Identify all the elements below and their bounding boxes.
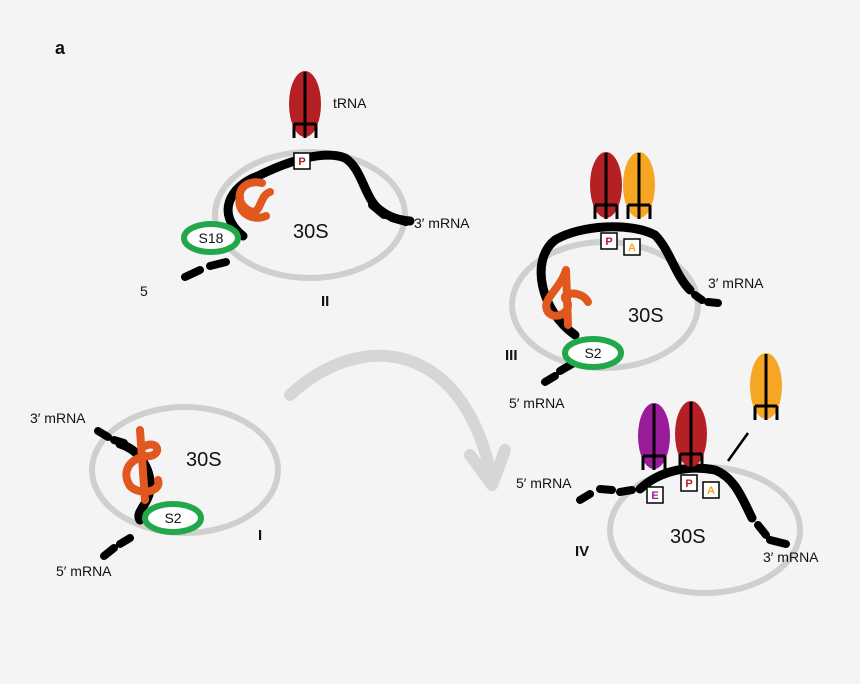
protein-iii [542, 266, 592, 329]
process-arrow-head [464, 444, 511, 491]
protein-i [122, 426, 163, 504]
trna-a-iii [621, 150, 657, 221]
s2-label-iii: S2 [584, 345, 601, 361]
a-site-iii: A [628, 242, 636, 254]
process-arrow [284, 349, 496, 476]
trna-p-ii [287, 69, 323, 140]
ribosome-30s-ii [212, 149, 408, 281]
a-site-box-iv [702, 481, 720, 499]
e-site-iv: E [651, 490, 658, 502]
mrna-dashes-i [94, 427, 134, 560]
s18-protein [181, 221, 241, 255]
mrna-5-iv: 5′ mRNA [516, 475, 572, 491]
stage-i: S2 30S 3′ mRNA 5′ mRNA I [30, 404, 281, 579]
e-site-box-iv [646, 486, 664, 504]
mrna-strand-iv [635, 463, 757, 523]
mrna-dashes-ii [181, 201, 410, 281]
mrna-3-iii: 3′ mRNA [708, 275, 764, 291]
mrna-3-ii: 3′ mRNA [414, 215, 470, 231]
p-site-box-iii [600, 232, 618, 250]
protein-ii [235, 178, 274, 222]
mrna-3-i: 3′ mRNA [30, 410, 86, 426]
roman-ii: II [321, 293, 329, 310]
stage-ii: S18 30S tRNA P 3′ mRNA 5 II [140, 69, 470, 310]
panel-label: a [55, 38, 66, 58]
mrna-5-i: 5′ mRNA [56, 563, 112, 579]
trna-label: tRNA [333, 95, 367, 111]
roman-iv: IV [575, 543, 589, 560]
p-site-box-ii [293, 152, 311, 170]
mrna-5-ii: 5 [140, 283, 148, 299]
subunit-label-i: 30S [186, 449, 222, 471]
mrna-5-iii: 5′ mRNA [509, 395, 565, 411]
roman-iii: III [505, 347, 518, 364]
trna-p-iii [588, 150, 624, 221]
subunit-label-ii: 30S [293, 221, 329, 243]
p-site-ii: P [298, 156, 305, 168]
trna-a-incoming-iv [748, 351, 784, 422]
p-site-box-iv [680, 474, 698, 492]
incoming-trna-line [726, 432, 750, 462]
trna-p-iv [673, 399, 709, 470]
s2-label-i: S2 [164, 510, 181, 526]
mrna-strand-iii [536, 222, 695, 340]
p-site-iv: P [685, 478, 692, 490]
s2-protein-iii [562, 336, 624, 370]
subunit-label-iv: 30S [670, 526, 706, 548]
trna-e-iv [636, 401, 672, 472]
s2-protein-i [142, 501, 204, 535]
p-site-iii: P [605, 236, 612, 248]
stage-iii: S2 30S P A 3′ mRNA 5′ mRNA III [505, 150, 764, 411]
a-site-box-iii [623, 238, 641, 256]
subunit-label-iii: 30S [628, 305, 664, 327]
mrna-3-iv: 3′ mRNA [763, 549, 819, 565]
s18-label: S18 [199, 230, 224, 246]
a-site-iv: A [707, 485, 715, 497]
stage-iv: E P A 30S 5′ mRNA 3′ mRNA IV [516, 351, 819, 596]
mrna-dashes-iv [576, 485, 790, 548]
roman-i: I [258, 527, 262, 544]
mrna-dashes-iii [541, 291, 722, 386]
